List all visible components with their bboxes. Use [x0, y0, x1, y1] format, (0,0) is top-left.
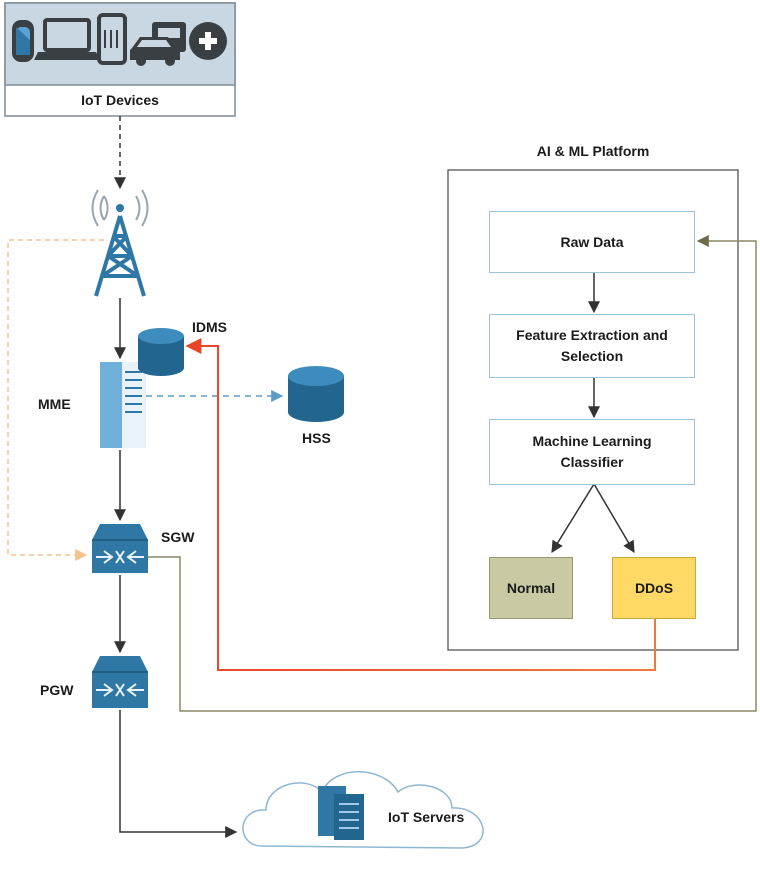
raw-data-box: Raw Data: [489, 211, 695, 273]
classifier-to-normal-arrow: [551, 483, 595, 554]
mme-server-icon: [100, 362, 146, 448]
server-rack-icon: [318, 786, 364, 840]
classifier-to-ddos-arrow: [593, 483, 635, 554]
hss-database-icon: [288, 366, 344, 422]
pgw-to-servers-arrow: [119, 710, 238, 838]
ddos-box: DDoS: [612, 557, 696, 619]
ddos-to-idms-alert-arrow: [185, 338, 656, 671]
mme-label: MME: [38, 396, 71, 412]
tower-to-sgw-dashed-arrow: [7, 239, 104, 561]
smartwatch-icon: [12, 20, 34, 62]
vehicle-icon: [130, 22, 186, 66]
idms-database-icon: [138, 328, 184, 376]
platform-title: AI & ML Platform: [536, 143, 650, 159]
smartphone-icon: [97, 13, 127, 65]
pgw-label: PGW: [40, 682, 74, 698]
sgw-label: SGW: [161, 529, 195, 545]
normal-box: Normal: [489, 557, 573, 619]
feature-extraction-box: Feature Extraction and Selection: [489, 314, 695, 378]
iot-devices-label: IoT Devices: [81, 92, 159, 108]
sgw-to-rawdata-feedback-arrow: [148, 235, 757, 712]
ai-ml-platform-frame: [447, 169, 739, 651]
laptop-icon: [34, 18, 100, 60]
pgw-router-icon: [92, 656, 148, 708]
idms-label: IDMS: [192, 319, 227, 335]
hss-label: HSS: [302, 430, 331, 446]
sgw-router-icon: [92, 524, 148, 573]
iot-devices-panel: [4, 2, 236, 117]
classifier-box: Machine Learning Classifier: [489, 419, 695, 485]
iot-servers-label: IoT Servers: [388, 809, 465, 825]
cell-tower-icon: [91, 189, 149, 297]
add-icon: [189, 22, 227, 60]
